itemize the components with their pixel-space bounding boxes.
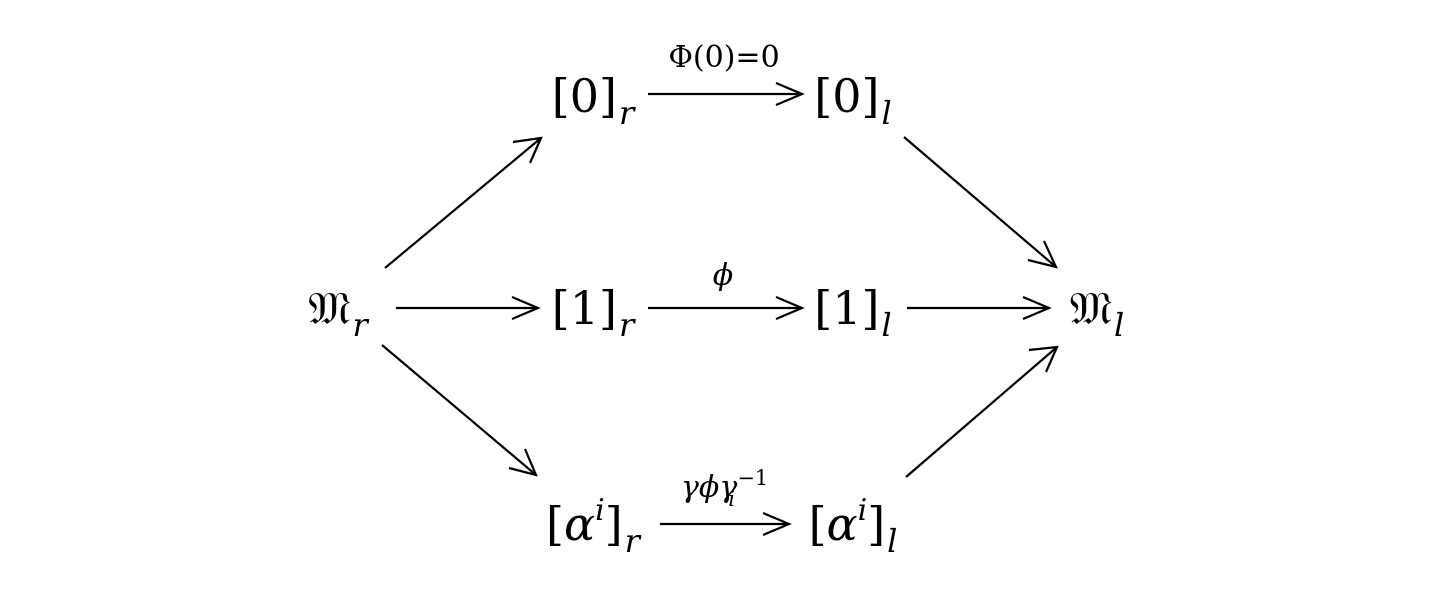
node-one-l-sub: l — [881, 306, 892, 344]
label-middle-phi: ϕ — [712, 258, 734, 293]
arrow-1l-to-ml — [907, 295, 1052, 321]
node-alpha-l-greek: α — [826, 497, 858, 551]
arrow-0l-to-ml — [903, 136, 1058, 269]
arrow-alphar-to-alphal — [660, 511, 792, 537]
node-alpha-l-sub: l — [887, 522, 898, 560]
node-alpha-r-close: ] — [604, 497, 623, 551]
node-m-r-base: 𝔐 — [308, 281, 351, 335]
label-top-arrow: Φ(0)=0 — [668, 40, 780, 75]
arrow-0r-to-0l — [648, 81, 805, 107]
label-middle-arrow: ϕ — [713, 261, 733, 291]
arrow-mr-to-alphar — [381, 344, 538, 477]
node-alpha-l-sup: i — [857, 493, 868, 528]
node-alpha-l-close: ] — [867, 497, 886, 551]
node-m-l-sub: l — [1114, 306, 1125, 344]
node-zero-l-sub: l — [881, 94, 892, 132]
label-bottom-sup: −1 — [737, 466, 769, 490]
node-m-l: 𝔐l — [1070, 285, 1125, 341]
node-one-l: [1]l — [814, 285, 891, 341]
node-m-r: 𝔐r — [308, 285, 368, 341]
node-alpha-r-greek: α — [564, 497, 596, 551]
arrow-1r-to-1l — [648, 295, 805, 321]
node-m-l-base: 𝔐 — [1069, 281, 1113, 335]
node-one-l-base: [1] — [814, 281, 880, 335]
arrow-mr-to-0r — [384, 136, 543, 269]
node-zero-r-sub: r — [618, 94, 635, 132]
node-alpha-l: [αi]l — [809, 496, 898, 558]
label-bottom-sub: i — [728, 487, 735, 511]
node-alpha-r: [αi]r — [546, 496, 640, 558]
node-alpha-r-open: [ — [546, 497, 565, 551]
node-one-r-sub: r — [618, 306, 635, 344]
label-bottom-arrow: γϕγ−1i — [681, 468, 768, 510]
node-zero-l-base: [0] — [814, 69, 880, 123]
node-m-r-sub: r — [352, 306, 368, 344]
node-alpha-r-sup: i — [595, 493, 605, 528]
node-alpha-r-sub: r — [624, 522, 640, 560]
arrow-alphal-to-ml — [905, 345, 1059, 478]
arrow-mr-to-1r — [396, 295, 541, 321]
node-one-r: [1]r — [552, 285, 634, 341]
node-zero-l: [0]l — [814, 73, 891, 129]
node-zero-r-base: [0] — [551, 69, 617, 123]
label-bottom-main: γϕγ — [681, 470, 738, 505]
node-alpha-l-open: [ — [808, 497, 827, 551]
node-zero-r: [0]r — [552, 73, 634, 129]
node-one-r-base: [1] — [551, 281, 617, 335]
